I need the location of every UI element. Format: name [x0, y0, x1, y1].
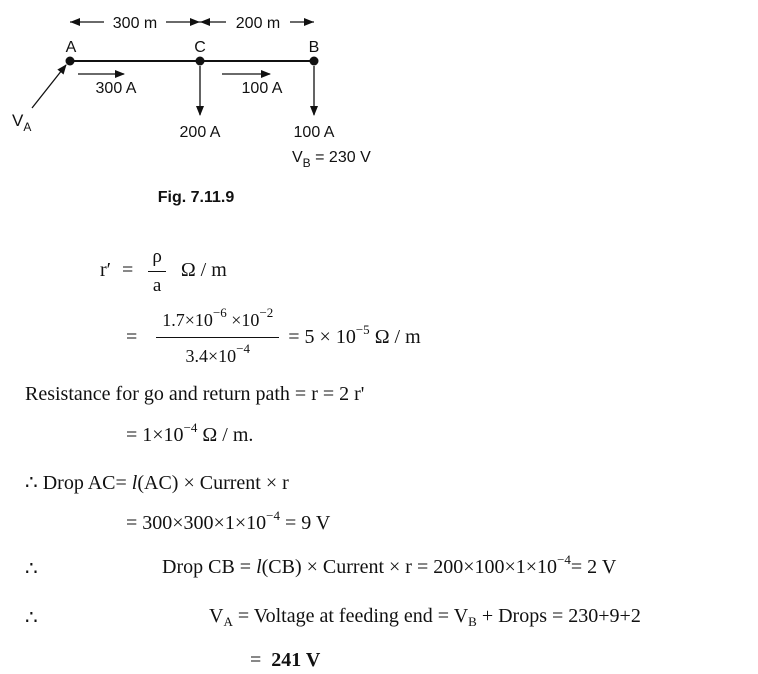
num-exp-b: −2	[259, 305, 274, 320]
value-part-b: Ω / m.	[197, 424, 254, 446]
drop-cb-expression: Drop CB = l(CB) × Current × r = 200×100×…	[162, 553, 617, 579]
therefore-symbol: ∴	[25, 472, 38, 494]
r-prime-symbol: r′	[100, 259, 112, 282]
drop-ac-expression: (AC) × Current × r	[137, 472, 289, 494]
drop-ac-value: = 300×300×1×10−4 = 9 V	[126, 509, 331, 535]
node-a-label: A	[66, 39, 77, 56]
drop-ac-calc: = 300×300×1×10	[126, 512, 267, 534]
drop-ac-exp: −4	[266, 508, 280, 523]
va-drops: + Drops = 230+9+2	[476, 605, 641, 627]
drop-cb-exp: −4	[557, 552, 571, 567]
va-equation: = Voltage at feeding end = V	[232, 605, 469, 627]
va-result-line: = 241 V	[250, 649, 320, 672]
fraction-numerator: ρ	[148, 246, 166, 272]
rhs-exp: −5	[355, 322, 370, 338]
drop-cb-calc: (CB) × Current × r = 200×100×1×10	[261, 556, 558, 578]
figure-caption: Fig. 7.11.9	[158, 189, 235, 206]
dimension-ac-label: 300 m	[113, 15, 157, 32]
node-b-label: B	[309, 39, 320, 56]
current-cb-label: 100 A	[242, 80, 283, 97]
va-expression: VA = Voltage at feeding end = VB + Drops…	[209, 605, 641, 628]
length-symbol: l	[131, 472, 138, 494]
value-fraction: 1.7×10−6 ×10−2 3.4×10−4	[156, 306, 280, 367]
drop-ac-text: Drop AC=	[37, 472, 132, 494]
node-c-dot	[195, 56, 205, 66]
node-b-dot	[309, 56, 319, 66]
therefore-symbol: ∴	[25, 607, 38, 629]
va-symbol: V	[209, 605, 224, 627]
value-part-a: = 1×10	[126, 424, 184, 446]
unit-ohm-per-m: Ω / m	[180, 259, 227, 282]
fraction-numerator: 1.7×10−6 ×10−2	[156, 306, 280, 338]
equals-sign: =	[250, 649, 262, 671]
va-subscript: A	[223, 614, 233, 629]
value-exp: −4	[183, 420, 198, 435]
resistance-value-line: = 1×10−4 Ω / m.	[126, 421, 254, 447]
den-exp: −4	[236, 341, 251, 356]
dimension-ac: 300 m	[70, 15, 200, 32]
va-label: VA	[12, 111, 31, 134]
vb-label: VB = 230 V	[292, 149, 371, 170]
va-line: ∴ VA = Voltage at feeding end = VB + Dro…	[25, 605, 755, 630]
den-part: 3.4×10	[185, 346, 237, 366]
therefore-symbol: ∴	[25, 558, 38, 580]
node-c-label: C	[194, 39, 206, 56]
drop-cb-text: Drop CB =	[162, 556, 257, 578]
fraction-denominator: 3.4×10−4	[156, 338, 279, 367]
drop-cb-result: = 2 V	[570, 556, 617, 578]
rho-over-a-fraction: ρ a	[148, 246, 166, 297]
num-part-a: 1.7×10	[162, 310, 213, 330]
circuit-figure: 300 m 200 m A C B VA 300 A 100 A 200 A 1…	[12, 15, 371, 206]
va-result: 241 V	[271, 649, 321, 671]
vb-subscript: B	[468, 614, 477, 629]
load-b-label: 100 A	[294, 124, 335, 141]
num-part-b: ×10	[226, 310, 260, 330]
drop-cb-line: ∴ Drop CB = l(CB) × Current × r = 200×10…	[25, 553, 745, 581]
current-ac-label: 300 A	[96, 80, 137, 97]
dimension-cb: 200 m	[200, 15, 314, 32]
supply-arrow	[31, 64, 67, 109]
load-c-label: 200 A	[180, 124, 221, 141]
dimension-cb-label: 200 m	[236, 15, 280, 32]
fraction-denominator: a	[152, 275, 162, 296]
num-exp-a: −6	[212, 305, 227, 320]
equation-r-prime-value: = 1.7×10−6 ×10−2 3.4×10−4 = 5 × 10−5 Ω /…	[126, 306, 421, 367]
drop-ac-formula: ∴ Drop AC= l(AC) × Current × r	[25, 470, 289, 495]
equals-sign: =	[122, 259, 134, 282]
equals-sign: =	[126, 326, 138, 349]
equation-r-prime: r′ = ρ a Ω / m	[100, 246, 227, 297]
length-symbol: l	[256, 556, 262, 578]
rhs-value: = 5 × 10−5 Ω / m	[288, 323, 421, 349]
drop-ac-result: = 9 V	[279, 512, 331, 534]
node-a-dot	[65, 56, 75, 66]
rhs-part-a: = 5 × 10	[288, 326, 356, 349]
rhs-part-b: Ω / m	[369, 326, 421, 349]
resistance-line: Resistance for go and return path = r = …	[25, 383, 365, 405]
